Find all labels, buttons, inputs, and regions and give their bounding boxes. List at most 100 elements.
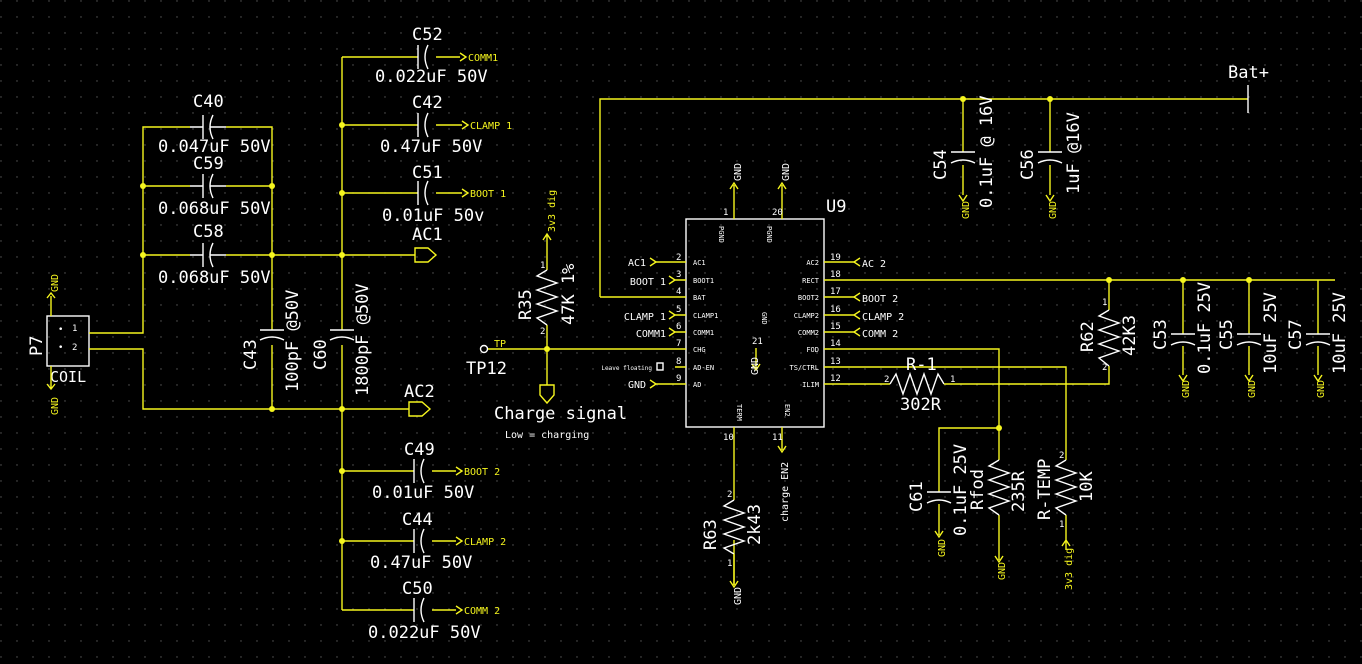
svg-text:GND: GND: [760, 312, 768, 325]
c50-ref: C50: [402, 579, 433, 599]
capacitor-c43[interactable]: C43 100pF @50V: [241, 290, 303, 392]
svg-text:CHG: CHG: [693, 346, 706, 354]
svg-text:AD-EN: AD-EN: [693, 364, 714, 372]
svg-text:2: 2: [540, 327, 545, 337]
c56-ref: C56: [1018, 149, 1038, 180]
r62-ref: R62: [1078, 321, 1098, 352]
svg-text:CLAMP1: CLAMP1: [693, 312, 718, 320]
svg-text:4: 4: [676, 287, 681, 297]
svg-text:BAT: BAT: [693, 294, 706, 302]
u9-net-clamp1: CLAMP 1: [624, 312, 666, 323]
c43-value: 100pF @50V: [283, 290, 303, 392]
u9-net-charge-en2: charge EN2: [780, 462, 791, 522]
capacitor-c49[interactable]: BOOT 2 C49 0.01uF 50V: [342, 440, 500, 503]
svg-text:BOOT2: BOOT2: [798, 294, 819, 302]
svg-text:18: 18: [830, 270, 841, 280]
c42-net: CLAMP 1: [470, 121, 512, 132]
svg-text:TERM: TERM: [735, 404, 743, 421]
capacitor-c56[interactable]: GND C56 1uF @16V: [1018, 99, 1084, 219]
c61-ref: C61: [907, 481, 927, 512]
c55-value: 10uF 25V: [1261, 292, 1281, 374]
p7-gnd-top: GND: [50, 274, 61, 292]
svg-text:FOD: FOD: [806, 346, 819, 354]
r35-value: 47K 1%: [559, 264, 579, 325]
svg-text:11: 11: [772, 433, 783, 443]
capacitor-c40[interactable]: C40 0.047uF 50V: [158, 92, 271, 157]
r1-value: 302R: [900, 395, 942, 415]
c52-value: 0.022uF 50V: [375, 67, 488, 87]
resistor-r62[interactable]: R62 42K3 1 2: [1000, 280, 1140, 385]
c54-value: 0.1uF @ 16V: [977, 95, 997, 208]
p7-value: COIL: [50, 368, 86, 386]
capacitor-c50[interactable]: COMM 2 C50 0.022uF 50V: [342, 579, 500, 643]
rfod-ref: Rfod: [968, 469, 988, 510]
c51-value: 0.01uF 50v: [382, 206, 484, 226]
connector-p7[interactable]: 1 2 •• P7 COIL GND GND: [27, 274, 90, 415]
svg-text:3v3 dig: 3v3 dig: [1064, 548, 1075, 590]
resistor-r1[interactable]: R-1 302R 2 1: [884, 355, 1000, 415]
r63-ref: R63: [701, 519, 721, 550]
u9-net-comm2: COMM 2: [862, 329, 898, 340]
c50-value: 0.022uF 50V: [368, 623, 481, 643]
testpoint-tp12[interactable]: TP TP12: [466, 339, 675, 379]
capacitor-c55[interactable]: GND C55 10uF 25V: [1217, 280, 1281, 398]
tp12-ref: TP12: [466, 359, 507, 379]
c44-net: CLAMP 2: [464, 537, 506, 548]
u9-net-clamp2: CLAMP 2: [862, 312, 904, 323]
svg-text:13: 13: [830, 357, 841, 367]
svg-text:TS/CTRL: TS/CTRL: [789, 364, 819, 372]
c51-ref: C51: [412, 163, 443, 183]
c44-value: 0.47uF 50V: [370, 553, 472, 573]
svg-text:7: 7: [676, 339, 681, 349]
capacitor-c61[interactable]: C61 0.1uF 25V GND: [907, 444, 971, 557]
svg-text:PGND: PGND: [765, 226, 773, 243]
capacitor-c53[interactable]: GND C53 0.1uF 25V: [1151, 280, 1215, 398]
capacitor-c60[interactable]: C60 1800pF @50V: [311, 283, 373, 396]
resistor-rtemp[interactable]: R-TEMP 10K 3v3 dig 2 1: [1035, 420, 1097, 590]
capacitor-c44[interactable]: CLAMP 2 C44 0.47uF 50V: [342, 510, 506, 573]
svg-text:8: 8: [676, 357, 681, 367]
resistor-r35[interactable]: 3v3 dig R35 47K 1% 1 2: [516, 190, 579, 349]
svg-text:GND: GND: [997, 562, 1008, 580]
ic-u9[interactable]: U9: [685, 197, 846, 428]
svg-text:AC2: AC2: [806, 259, 819, 267]
svg-text:GND: GND: [733, 587, 744, 605]
svg-text:AD: AD: [693, 381, 701, 389]
u9-center-pin: 21 GND GND: [750, 312, 768, 375]
u9-right-pins: AC 2 BOOT 2 CLAMP 2 COMM 2 19 18 17 16 1…: [789, 253, 1335, 420]
svg-text:2: 2: [1102, 363, 1107, 373]
c49-net: BOOT 2: [464, 467, 500, 478]
resistor-r63[interactable]: R63 2k43 2 1: [701, 490, 765, 585]
c59-ref: C59: [193, 154, 224, 174]
resistor-rfod[interactable]: Rfod 235R GND: [968, 459, 1029, 580]
svg-text:12: 12: [830, 374, 841, 384]
svg-text:2: 2: [1059, 451, 1064, 461]
c53-ref: C53: [1151, 319, 1171, 350]
c57-value: 10uF 25V: [1330, 292, 1350, 374]
svg-text:1: 1: [727, 559, 732, 569]
u9-top-pins: GND GND 1 20 PGND PGND: [717, 163, 792, 243]
c49-ref: C49: [404, 440, 435, 460]
capacitor-c59[interactable]: C59 0.068uF 50V: [158, 154, 271, 219]
ac1-label: AC1: [412, 225, 443, 245]
capacitor-c54[interactable]: GND C54 0.1uF @ 16V: [931, 95, 997, 219]
p7-gnd-bot: GND: [50, 397, 61, 415]
svg-text:2: 2: [727, 490, 732, 500]
c56-value: 1uF @16V: [1064, 112, 1084, 194]
capacitor-c51[interactable]: BOOT 1 C51 0.01uF 50v: [342, 163, 506, 226]
c40-value: 0.047uF 50V: [158, 137, 271, 157]
capacitor-c58[interactable]: C58 0.068uF 50V: [158, 222, 271, 288]
svg-text:GND: GND: [937, 539, 948, 557]
c58-value: 0.068uF 50V: [158, 268, 271, 288]
c44-ref: C44: [402, 510, 433, 530]
svg-text:16: 16: [830, 305, 841, 315]
c49-value: 0.01uF 50V: [372, 483, 474, 503]
c61-value: 0.1uF 25V: [951, 444, 971, 536]
c58-ref: C58: [193, 222, 224, 242]
capacitor-c57[interactable]: GND C57 10uF 25V: [1286, 280, 1350, 398]
u9-bottom-pins: 10 11 TERM EN2 charge EN2 GND: [723, 404, 791, 605]
capacitor-c52[interactable]: COMM1 C52 0.022uF 50V: [342, 25, 498, 87]
capacitor-c42[interactable]: CLAMP 1 C42 0.47uF 50V: [342, 93, 512, 157]
batplus-label: Bat+: [1228, 63, 1269, 83]
svg-text:GND: GND: [1181, 380, 1192, 398]
